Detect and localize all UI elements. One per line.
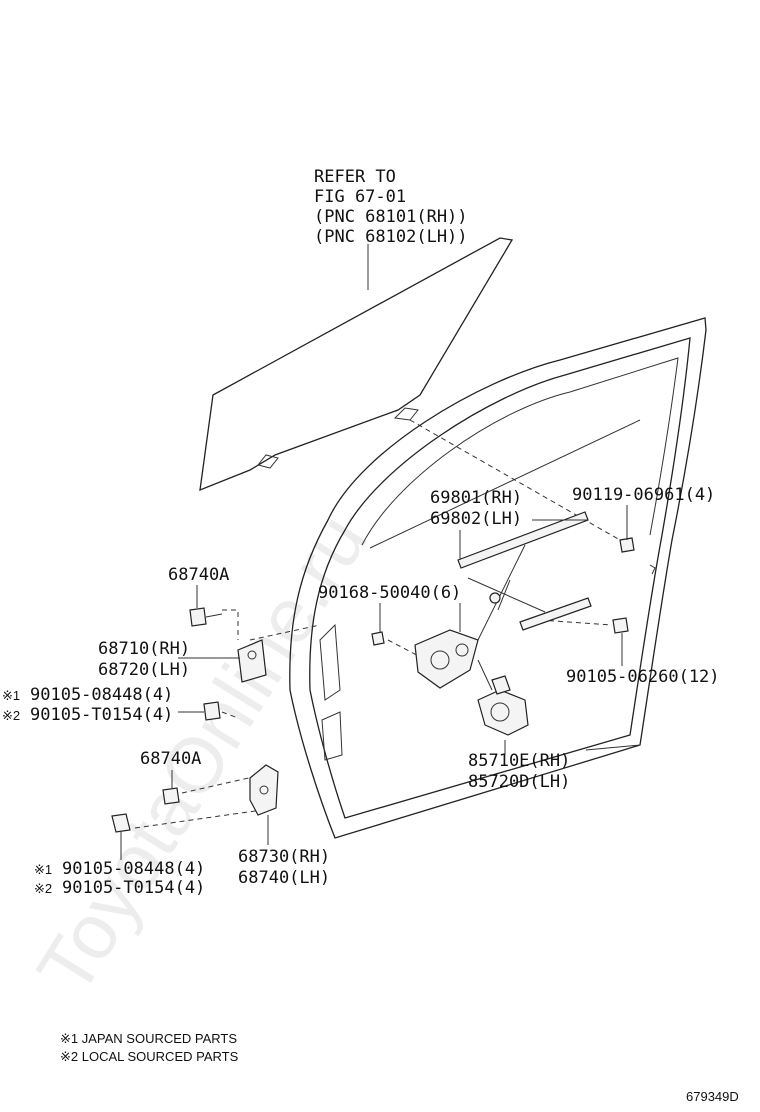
bolt-90105-lower — [111, 813, 131, 833]
bolt-90168 — [371, 631, 385, 646]
label-68730: 68730(RH) — [238, 847, 330, 867]
mark-1-upper: ※1 — [2, 688, 20, 703]
mark-2-lower: ※2 — [34, 881, 52, 896]
door-frame — [289, 317, 707, 839]
label-85720: 85720D(LH) — [468, 772, 570, 792]
upper-hinge — [237, 639, 267, 683]
label-refer-3: (PNC 68101(RH)) — [314, 207, 468, 227]
label-90119: 90119-06961(4) — [572, 485, 715, 505]
label-68710: 68710(RH) — [98, 639, 190, 659]
mark-2-upper: ※2 — [2, 708, 20, 723]
label-90105-06260: 90105-06260(12) — [566, 667, 720, 687]
lower-hinge — [249, 764, 279, 816]
label-refer-2: FIG 67-01 — [314, 187, 406, 207]
bolt-90119 — [619, 530, 635, 553]
label-90105-upper-2: 90105-T0154(4) — [30, 705, 173, 725]
label-85710: 85710E(RH) — [468, 751, 570, 771]
label-68720: 68720(LH) — [98, 660, 190, 680]
leader-lines — [120, 505, 641, 860]
bolt-68740a-top — [189, 607, 223, 627]
label-69802: 69802(LH) — [430, 509, 522, 529]
label-90105-lower-1: 90105-08448(4) — [62, 859, 205, 879]
window-motor — [477, 675, 529, 736]
part-labels: REFER TO FIG 67-01 (PNC 68101(RH)) (PNC … — [2, 167, 720, 898]
label-90168: 90168-50040(6) — [318, 583, 461, 603]
label-refer-1: REFER TO — [314, 167, 396, 187]
label-refer-4: (PNC 68102(LH)) — [314, 227, 468, 247]
bolt-90105-upper — [203, 701, 221, 721]
bolt-68740a-bottom — [162, 787, 180, 805]
note-japan-sourced: ※1 JAPAN SOURCED PARTS — [60, 1031, 237, 1046]
label-68740a-bottom: 68740A — [140, 749, 201, 769]
bolt-90105-06260 — [612, 617, 629, 634]
label-68740a-top: 68740A — [168, 565, 229, 585]
window-regulator — [414, 511, 592, 691]
label-90105-upper-1: 90105-08448(4) — [30, 685, 173, 705]
label-68740: 68740(LH) — [238, 868, 330, 888]
label-90105-lower-2: 90105-T0154(4) — [62, 878, 205, 898]
note-local-sourced: ※2 LOCAL SOURCED PARTS — [60, 1049, 239, 1064]
mark-1-lower: ※1 — [34, 862, 52, 877]
figure-id: 679349D — [686, 1089, 739, 1104]
door-glass — [199, 237, 514, 492]
label-69801: 69801(RH) — [430, 488, 522, 508]
